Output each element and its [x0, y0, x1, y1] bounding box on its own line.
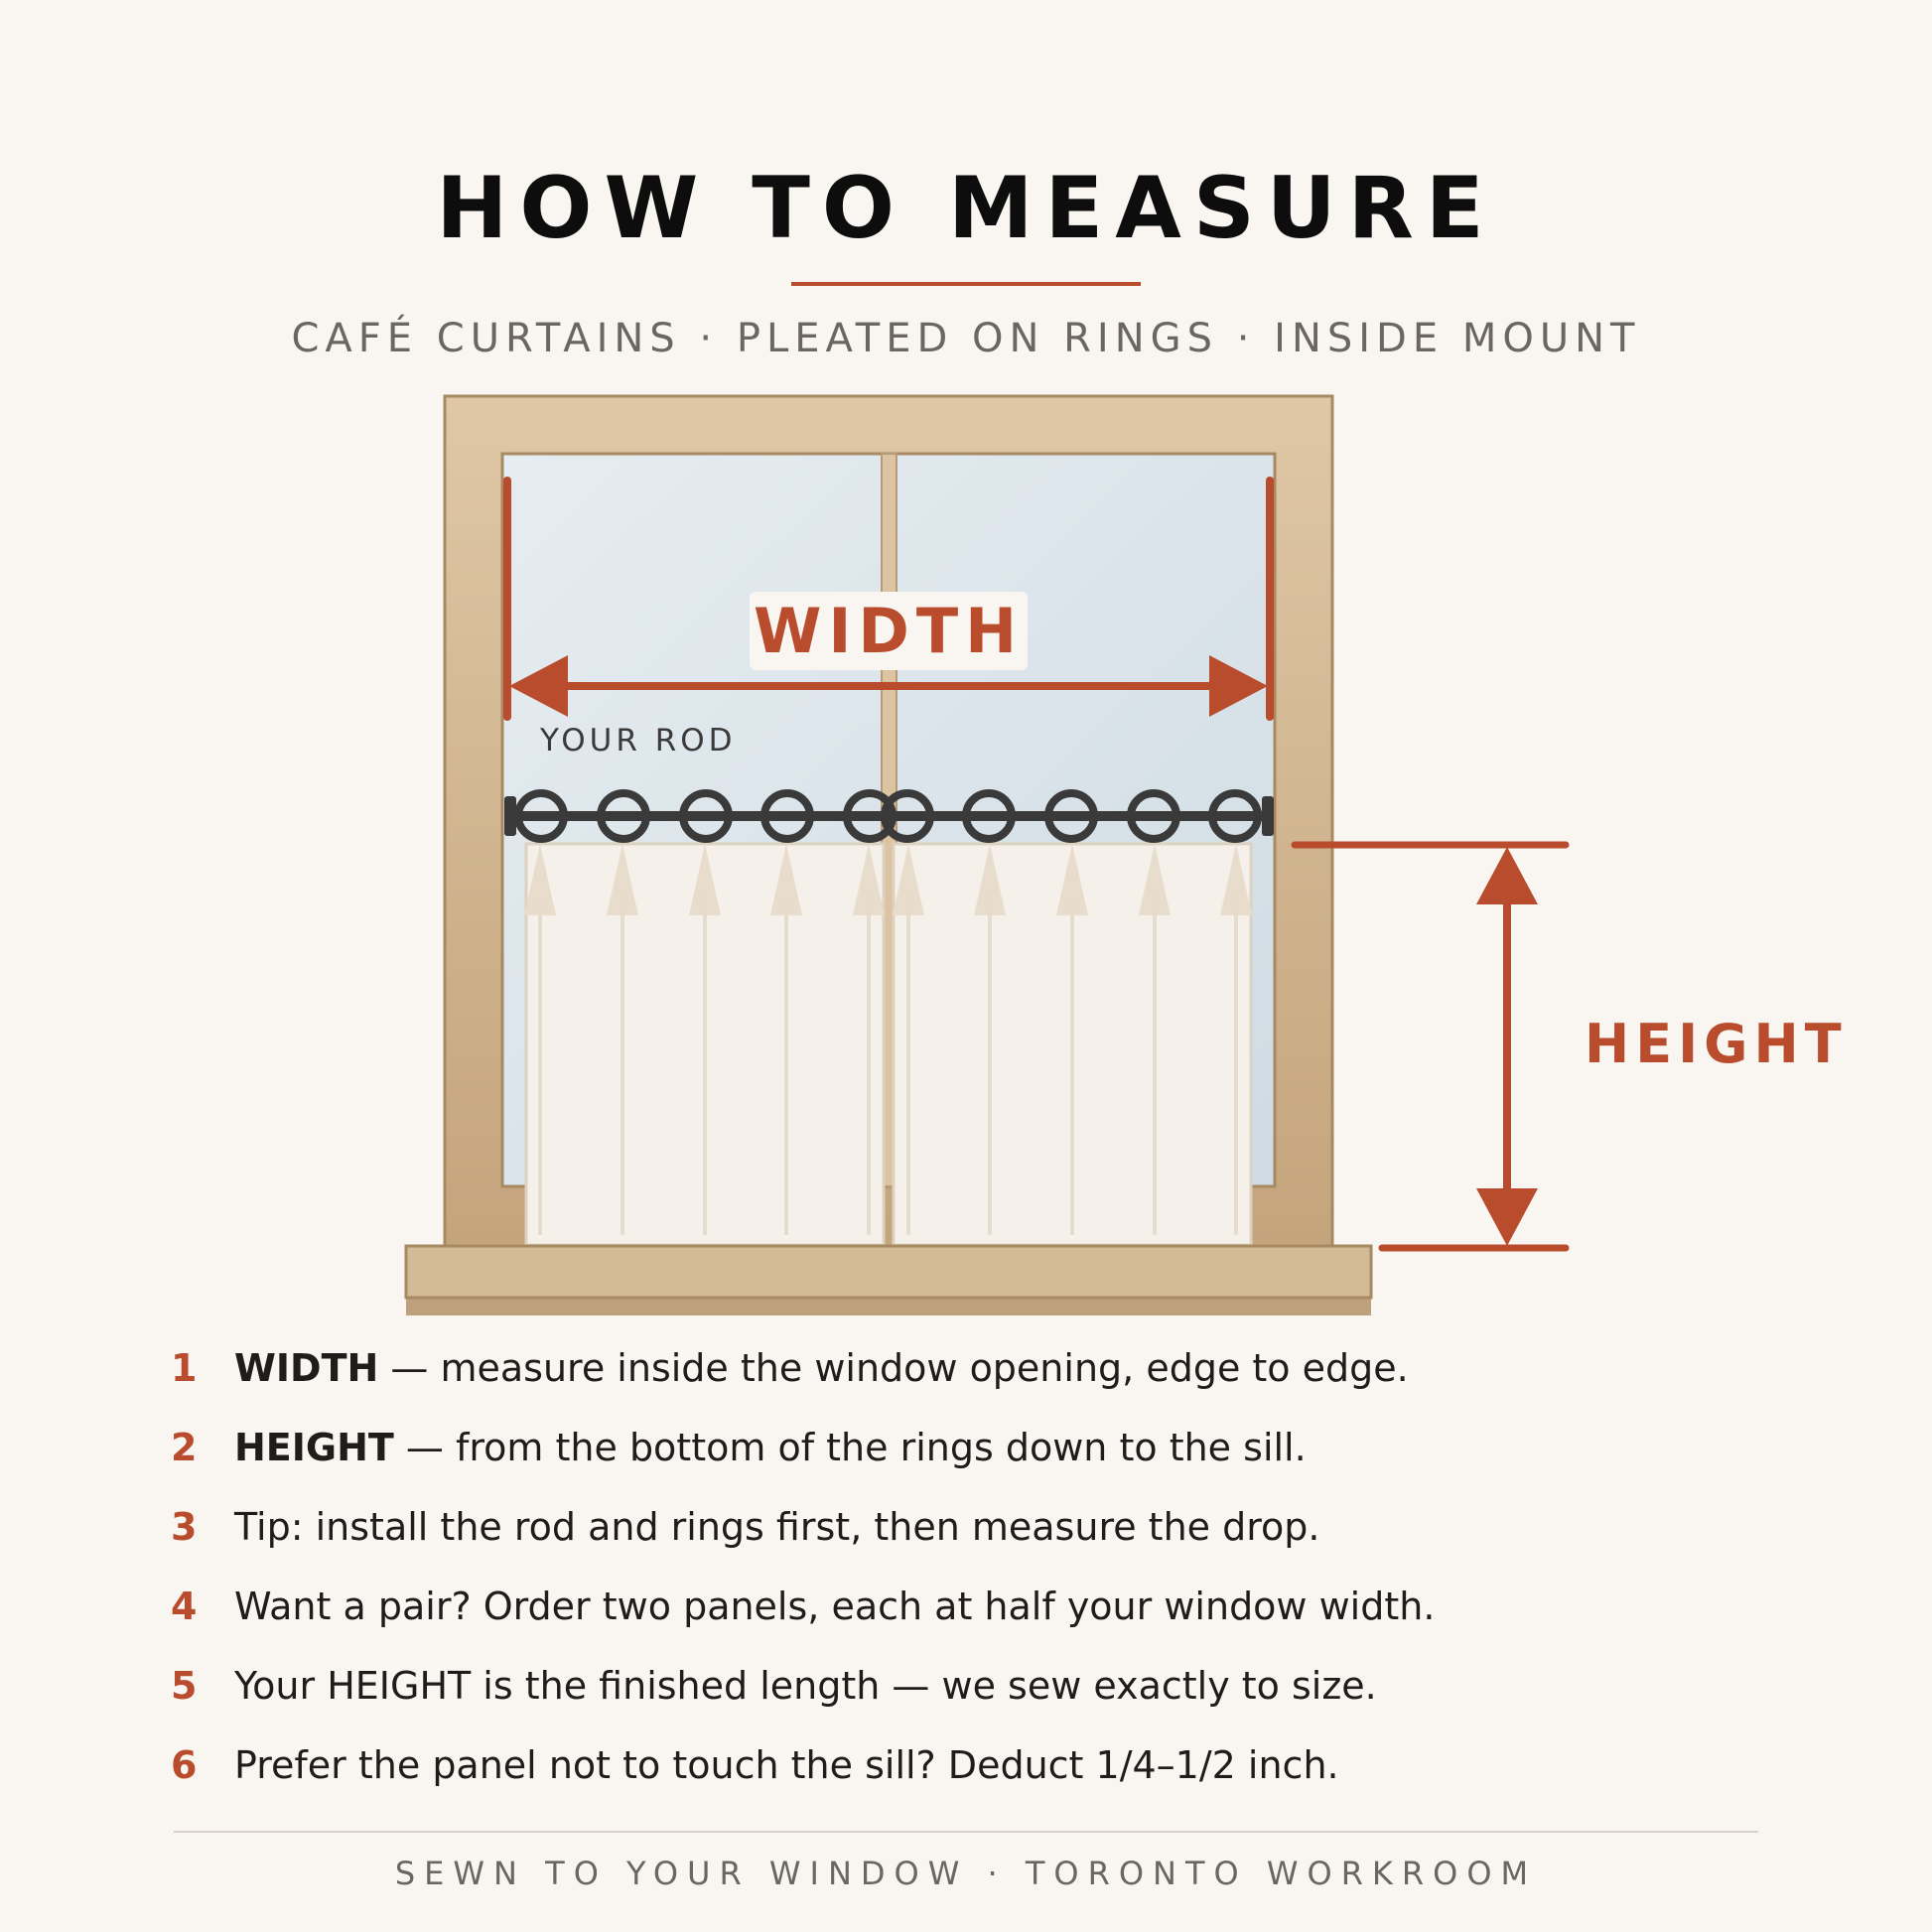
step-number: 5 — [171, 1664, 198, 1708]
pleat-head — [853, 844, 885, 915]
rod-end-left — [504, 796, 516, 836]
height-arrowhead-bottom — [1476, 1188, 1538, 1246]
curtain-pleats — [524, 844, 1252, 1235]
pleat-head — [893, 844, 924, 915]
step-text: Prefer the panel not to touch the sill? … — [234, 1743, 1339, 1787]
curtain-rings — [514, 789, 1262, 843]
step-text-wrap: Prefer the panel not to touch the sill? … — [234, 1735, 1339, 1795]
curtain-ring — [843, 789, 897, 843]
step-text: Tip: install the rod and rings first, th… — [234, 1505, 1320, 1549]
curtain-ring — [1208, 789, 1262, 843]
curtain-ring — [597, 789, 650, 843]
step-number: 6 — [171, 1743, 198, 1787]
step-text: — from the bottom of the rings down to t… — [393, 1426, 1307, 1469]
page-subtitle: CAFÉ CURTAINS · PLEATED ON RINGS · INSID… — [291, 316, 1641, 361]
instruction-step: 1 WIDTH — measure inside the window openi… — [171, 1338, 1799, 1418]
footer-divider — [174, 1831, 1758, 1833]
pleat-head — [974, 844, 1006, 915]
instruction-step: 2 HEIGHT — from the bottom of the rings d… — [171, 1418, 1799, 1497]
width-label: WIDTH — [754, 595, 1024, 667]
window-sill-shadow — [406, 1298, 1371, 1315]
curtain-ring — [679, 789, 733, 843]
curtain-ring — [1127, 789, 1180, 843]
pleat-head — [1056, 844, 1088, 915]
width-label-box — [750, 592, 1028, 670]
curtain-ring — [962, 789, 1016, 843]
pleat-head — [1220, 844, 1252, 915]
height-arrowhead-top — [1476, 847, 1538, 904]
pleat-head — [1139, 844, 1171, 915]
rod-label: YOUR ROD — [539, 723, 737, 759]
pleat-head — [770, 844, 802, 915]
step-number: 1 — [171, 1346, 198, 1390]
step-text-wrap: HEIGHT — from the bottom of the rings do… — [234, 1418, 1307, 1477]
step-text: Your HEIGHT is the finished length — we … — [234, 1664, 1377, 1708]
step-text: — measure inside the window opening, edg… — [378, 1346, 1409, 1390]
instruction-step: 4 Want a pair? Order two panels, each at … — [171, 1577, 1799, 1656]
step-text: Want a pair? Order two panels, each at h… — [234, 1585, 1436, 1628]
instruction-list: 1 WIDTH — measure inside the window openi… — [171, 1338, 1799, 1815]
step-text-wrap: Want a pair? Order two panels, each at h… — [234, 1577, 1435, 1636]
instruction-step: 6 Prefer the panel not to touch the sill?… — [171, 1735, 1799, 1815]
instruction-step: 5 Your HEIGHT is the finished length — we… — [171, 1656, 1799, 1735]
title-divider — [791, 282, 1141, 286]
instruction-step: 3 Tip: install the rod and rings first, t… — [171, 1497, 1799, 1577]
curtain-ring — [760, 789, 814, 843]
footer-text: SEWN TO YOUR WINDOW · TORONTO WORKROOM — [394, 1855, 1538, 1892]
rod-end-right — [1262, 796, 1274, 836]
step-text-wrap: Tip: install the rod and rings first, th… — [234, 1497, 1319, 1557]
width-arrowhead-right — [1209, 655, 1268, 717]
curtain-ring — [881, 789, 934, 843]
step-number: 2 — [171, 1426, 198, 1469]
step-keyword: HEIGHT — [234, 1426, 394, 1469]
height-label: HEIGHT — [1585, 1013, 1848, 1075]
step-keyword: WIDTH — [234, 1346, 379, 1390]
step-number: 4 — [171, 1585, 198, 1628]
window-sill — [404, 1244, 1373, 1300]
curtain-ring — [514, 789, 568, 843]
width-arrowhead-left — [509, 655, 568, 717]
pleat-head — [689, 844, 721, 915]
step-number: 3 — [171, 1505, 198, 1549]
pleat-head — [524, 844, 556, 915]
page-title: HOW TO MEASURE — [436, 159, 1496, 258]
curtain-ring — [1044, 789, 1098, 843]
step-text-wrap: WIDTH — measure inside the window openin… — [234, 1338, 1409, 1398]
step-text-wrap: Your HEIGHT is the finished length — we … — [234, 1656, 1377, 1716]
pleat-head — [607, 844, 638, 915]
